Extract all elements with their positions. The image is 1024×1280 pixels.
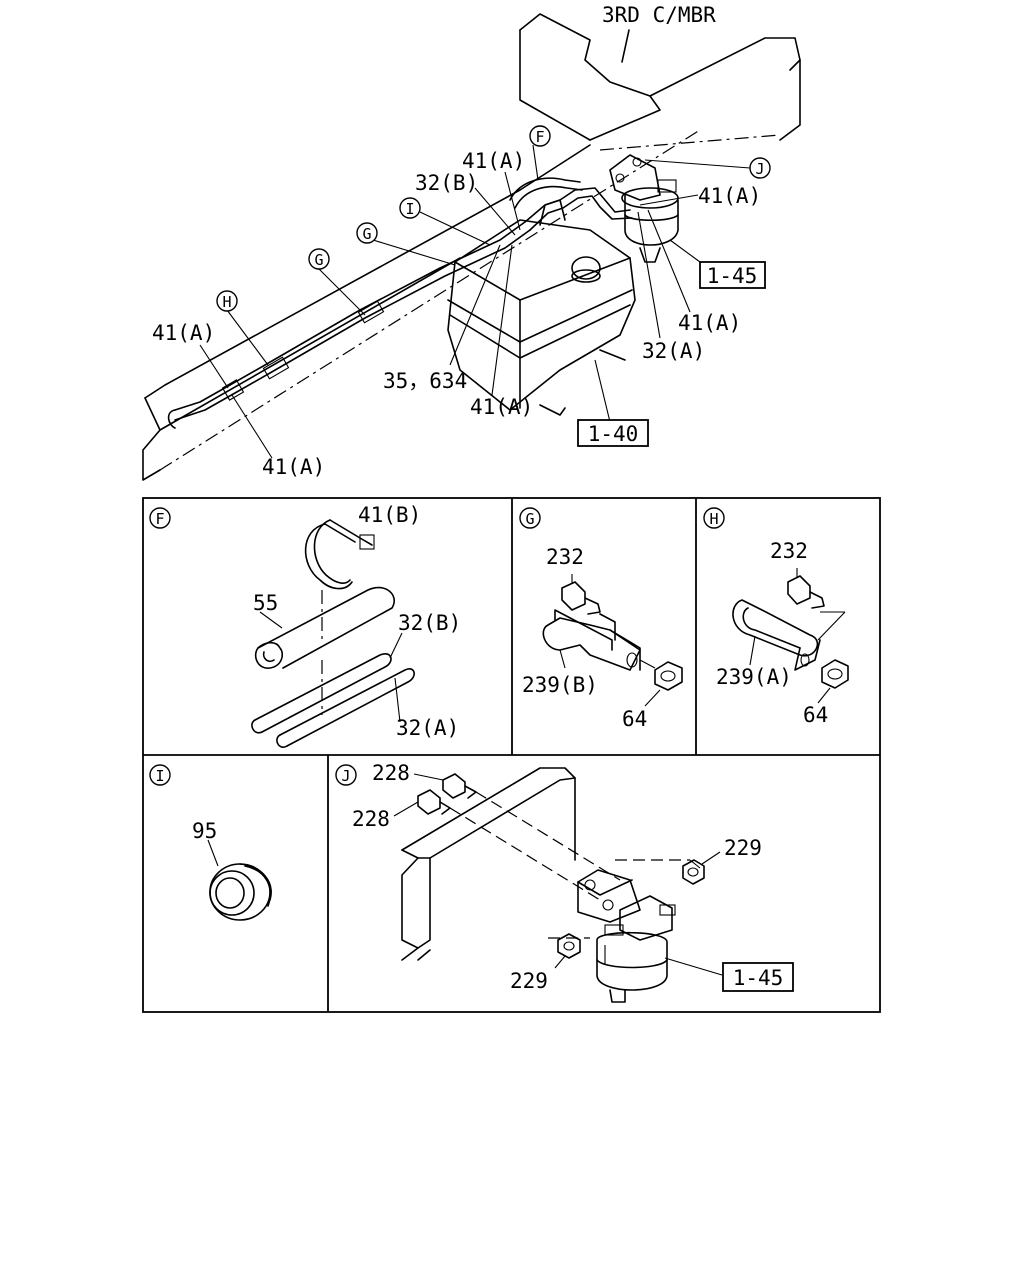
frame-rail-section	[401, 767, 576, 961]
svg-text:I: I	[405, 200, 414, 218]
label-41a-top: 41(A)	[462, 149, 525, 173]
label-228-a: 228	[372, 761, 410, 785]
fuel-filter-detail	[596, 895, 676, 1003]
tag-g-pipe: G	[308, 248, 330, 270]
clip-239b	[542, 617, 641, 671]
cross-member	[519, 13, 801, 141]
label-239b: 239(B)	[522, 673, 598, 697]
label-64-g: 64	[622, 707, 647, 731]
protector-tube	[257, 586, 395, 669]
filter-bracket	[577, 869, 641, 923]
label-32a-main: 32(A)	[642, 339, 705, 363]
svg-text:H: H	[222, 293, 231, 311]
panel-j-tag: J	[341, 767, 350, 785]
svg-text:J: J	[755, 160, 764, 178]
bolt-228-a	[442, 773, 477, 799]
label-64-h: 64	[803, 703, 828, 727]
bolt-232-g	[561, 581, 586, 611]
tag-i: I	[399, 197, 421, 219]
svg-text:F: F	[535, 128, 544, 146]
label-41a-bottom-left: 41(A)	[262, 455, 325, 479]
svg-text:1-40: 1-40	[588, 422, 639, 446]
label-32b-detail: 32(B)	[398, 611, 461, 635]
ref-box-1-45-main: 1-45	[699, 261, 766, 289]
panel-f: F 41(B) 55 32(B) 32(A)	[149, 503, 461, 748]
nut-229-b	[557, 933, 581, 959]
label-32b-main: 32(B)	[415, 171, 478, 195]
nut-64-g	[654, 661, 683, 691]
tag-f: F	[529, 125, 551, 147]
nut-64-h	[821, 659, 849, 689]
bolt-232-h	[787, 575, 811, 605]
panel-j: J	[335, 761, 794, 1003]
label-41a-right: 41(A)	[698, 184, 761, 208]
side-rail	[142, 129, 781, 481]
fuel-tank	[447, 199, 636, 416]
label-239a: 239(A)	[716, 665, 792, 689]
panel-g: G 232 239(B) 64	[519, 507, 683, 731]
main-assembly: F J I G G H 3RD C/MBR	[142, 3, 801, 481]
nut-229-a	[682, 859, 705, 885]
ref-box-1-40: 1-40	[577, 419, 649, 447]
band-clamp	[304, 523, 353, 590]
panel-i: I 95	[149, 764, 272, 921]
tag-g-main: G	[356, 222, 378, 244]
fuel-filter	[609, 154, 679, 263]
label-229-a: 229	[724, 836, 762, 860]
member-label: 3RD C/MBR	[602, 3, 716, 27]
label-41b: 41(B)	[358, 503, 421, 527]
tag-j: J	[749, 157, 771, 179]
label-232-h: 232	[770, 539, 808, 563]
label-41a-filter: 41(A)	[678, 311, 741, 335]
panel-g-tag: G	[525, 510, 534, 528]
main-tags: F J I G G H	[216, 125, 771, 312]
label-228-b: 228	[352, 807, 390, 831]
svg-text:G: G	[362, 225, 371, 243]
label-35-634: 35，634	[383, 369, 467, 393]
svg-text:G: G	[314, 251, 323, 269]
leader-lines	[199, 144, 751, 459]
clip-239a	[732, 599, 819, 657]
label-41a-left: 41(A)	[152, 321, 215, 345]
grommet-95	[209, 863, 272, 921]
label-41a-tank: 41(A)	[470, 395, 533, 419]
panel-h-tag: H	[709, 510, 718, 528]
label-232-g: 232	[546, 545, 584, 569]
detail-frame	[142, 497, 881, 1013]
svg-text:1-45: 1-45	[733, 966, 784, 990]
label-95: 95	[192, 819, 217, 843]
label-229-b: 229	[510, 969, 548, 993]
svg-text:1-45: 1-45	[707, 264, 758, 288]
bolt-228-b	[417, 789, 451, 815]
panel-f-tag: F	[155, 510, 164, 528]
tag-h-main: H	[216, 290, 238, 312]
ref-box-1-45-detail: 1-45	[722, 962, 794, 992]
panel-i-tag: I	[155, 767, 164, 785]
panel-h: H 232 239(A) 64	[703, 507, 849, 727]
label-55: 55	[253, 591, 278, 615]
label-32a-detail: 32(A)	[396, 716, 459, 740]
